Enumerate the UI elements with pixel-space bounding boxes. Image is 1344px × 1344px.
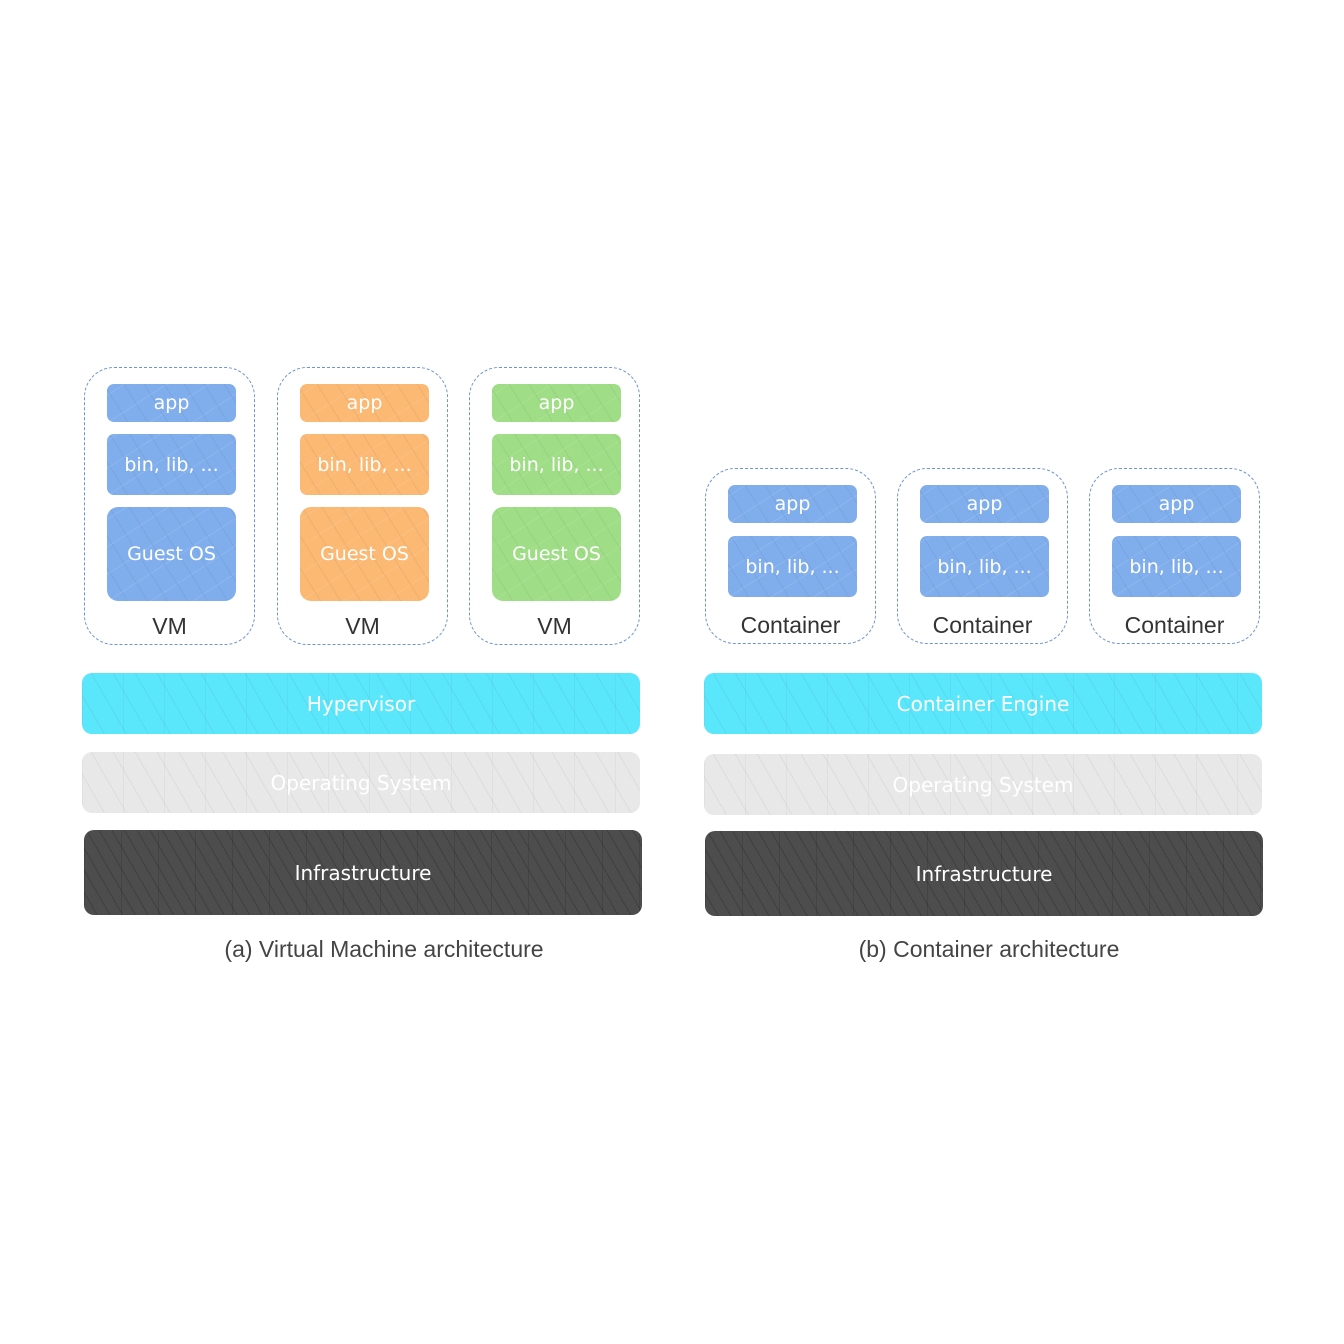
vm-infrastructure-label: Infrastructure (294, 860, 432, 885)
vm-2-guest-os-label: Guest OS (320, 543, 409, 565)
container-1-app-block: app (728, 485, 857, 523)
vm-2-label: VM (345, 613, 380, 639)
container-3-libs-label: bin, lib, ... (1129, 555, 1224, 578)
vm-3-app-label: app (538, 392, 575, 414)
vm-2-app-block: app (300, 384, 429, 422)
container-2-libs-label: bin, lib, ... (937, 555, 1032, 578)
vm-1-libs-label: bin, lib, ... (124, 453, 219, 476)
container-2-app-label: app (966, 493, 1003, 515)
container-infrastructure-label: Infrastructure (915, 861, 1053, 886)
vm-3-guest-os-label: Guest OS (512, 543, 601, 565)
vm-1-label: VM (152, 613, 187, 639)
vm-3-label: VM (537, 613, 572, 639)
container-1-libs-block: bin, lib, ... (728, 536, 857, 597)
container-1-label: Container (740, 612, 841, 638)
container-3-app-label: app (1158, 493, 1195, 515)
container-1-app-label: app (774, 493, 811, 515)
container-unit-1: app bin, lib, ... Container (705, 468, 876, 644)
vm-1-app-block: app (107, 384, 236, 422)
container-os-label: Operating System (892, 772, 1074, 797)
container-infrastructure-layer: Infrastructure (705, 831, 1263, 916)
container-3-label: Container (1124, 612, 1225, 638)
vm-1-app-label: app (153, 392, 190, 414)
container-unit-2: app bin, lib, ... Container (897, 468, 1068, 644)
container-engine-label: Container Engine (896, 691, 1070, 716)
vm-3-guest-os-block: Guest OS (492, 507, 621, 601)
vm-3-app-block: app (492, 384, 621, 422)
vm-3-libs-block: bin, lib, ... (492, 434, 621, 495)
vm-1-libs-block: bin, lib, ... (107, 434, 236, 495)
container-3-libs-block: bin, lib, ... (1112, 536, 1241, 597)
vm-unit-3: app bin, lib, ... Guest OS VM (469, 367, 640, 645)
container-engine-layer: Container Engine (704, 673, 1262, 734)
vm-architecture-caption: (a) Virtual Machine architecture (224, 936, 544, 962)
vm-2-libs-block: bin, lib, ... (300, 434, 429, 495)
container-1-libs-label: bin, lib, ... (745, 555, 840, 578)
hypervisor-label: Hypervisor (306, 691, 416, 716)
vm-1-guest-os-label: Guest OS (127, 543, 216, 565)
container-architecture-caption: (b) Container architecture (858, 936, 1120, 962)
vm-unit-2: app bin, lib, ... Guest OS VM (277, 367, 448, 645)
vm-2-guest-os-block: Guest OS (300, 507, 429, 601)
container-unit-3: app bin, lib, ... Container (1089, 468, 1260, 644)
container-3-app-block: app (1112, 485, 1241, 523)
vm-2-libs-label: bin, lib, ... (317, 453, 412, 476)
container-2-libs-block: bin, lib, ... (920, 536, 1049, 597)
container-os-layer: Operating System (704, 754, 1262, 815)
vm-os-label: Operating System (270, 770, 452, 795)
vm-infrastructure-layer: Infrastructure (84, 830, 642, 915)
container-2-app-block: app (920, 485, 1049, 523)
vm-os-layer: Operating System (82, 752, 640, 813)
vm-1-guest-os-block: Guest OS (107, 507, 236, 601)
vm-2-app-label: app (346, 392, 383, 414)
vm-unit-1: app bin, lib, ... Guest OS VM (84, 367, 255, 645)
hypervisor-layer: Hypervisor (82, 673, 640, 734)
vm-3-libs-label: bin, lib, ... (509, 453, 604, 476)
container-2-label: Container (932, 612, 1033, 638)
